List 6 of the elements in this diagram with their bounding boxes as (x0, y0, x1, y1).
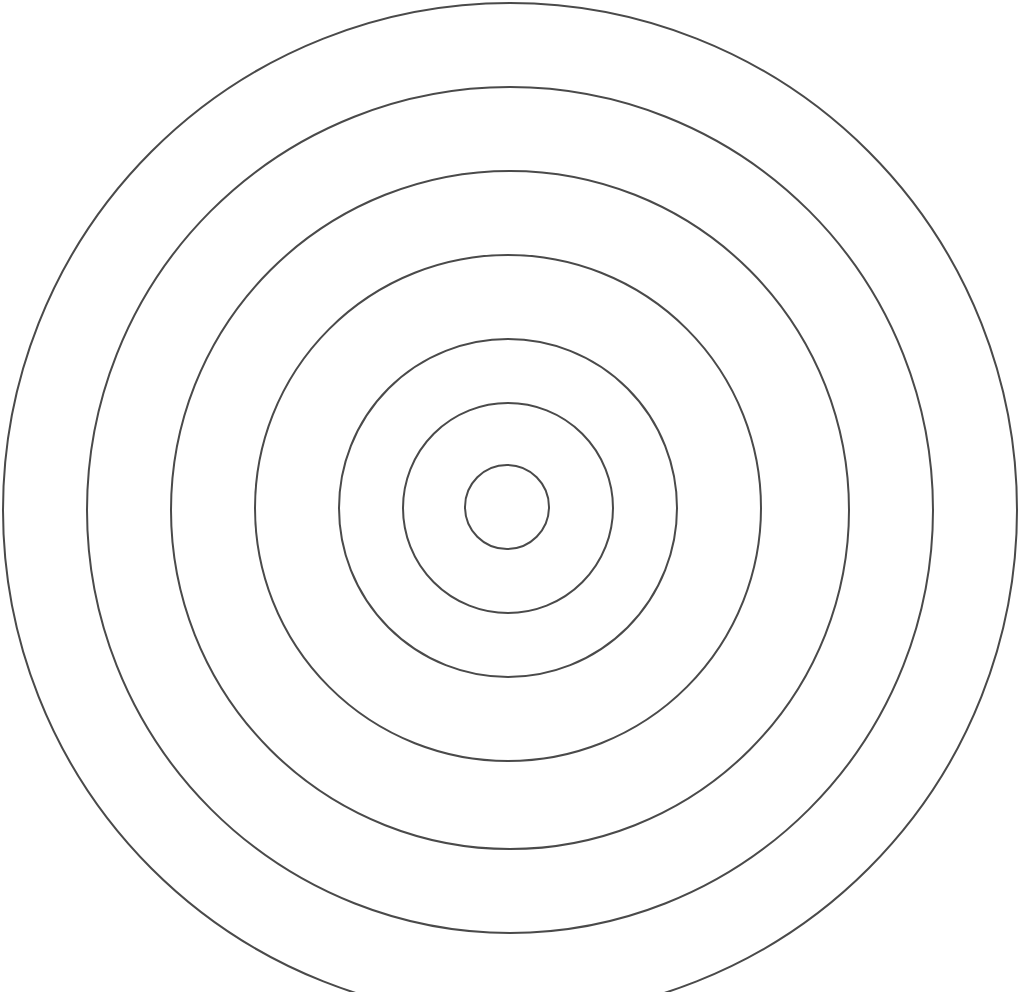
ring (169, 169, 850, 850)
ring (464, 464, 551, 551)
ring (401, 401, 614, 614)
ring (254, 254, 763, 763)
ring (338, 338, 679, 679)
ring (85, 85, 934, 934)
